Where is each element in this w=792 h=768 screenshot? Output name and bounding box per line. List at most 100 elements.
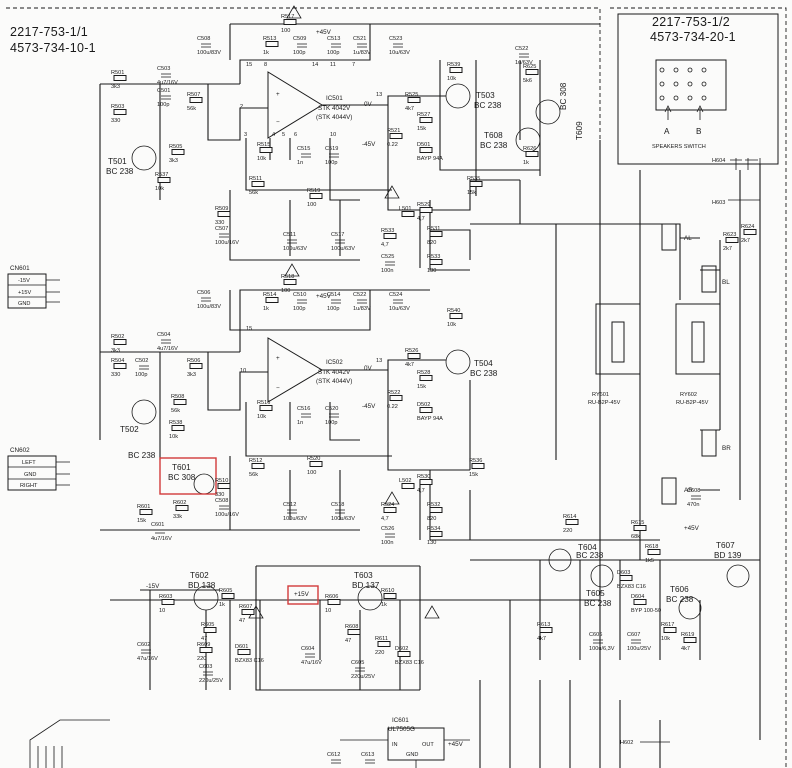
svg-text:330: 330 bbox=[111, 118, 120, 124]
svg-text:RIGHT: RIGHT bbox=[20, 483, 38, 489]
svg-text:C515: C515 bbox=[297, 146, 310, 152]
component-c613: C613 bbox=[361, 752, 375, 764]
component-l502: L502 bbox=[399, 478, 415, 489]
svg-text:220u/25V: 220u/25V bbox=[351, 674, 375, 680]
svg-text:R529: R529 bbox=[417, 202, 430, 208]
svg-text:4,7: 4,7 bbox=[417, 488, 425, 494]
svg-text:220: 220 bbox=[197, 656, 206, 662]
svg-text:UL7505G: UL7505G bbox=[388, 726, 415, 733]
output-stage-wires bbox=[439, 60, 541, 196]
svg-text:10: 10 bbox=[159, 608, 165, 614]
svg-text:C605: C605 bbox=[351, 660, 364, 666]
label-pos45-protection: +45V bbox=[684, 525, 700, 532]
svg-text:56k: 56k bbox=[249, 472, 258, 478]
svg-text:10k: 10k bbox=[447, 322, 456, 328]
svg-text:R510: R510 bbox=[215, 478, 228, 484]
svg-text:0V: 0V bbox=[364, 365, 373, 372]
svg-text:10: 10 bbox=[330, 132, 336, 138]
svg-text:C519: C519 bbox=[325, 146, 338, 152]
svg-text:R501: R501 bbox=[111, 70, 124, 76]
svg-text:C501: C501 bbox=[157, 88, 170, 94]
svg-text:100n: 100n bbox=[381, 540, 393, 546]
svg-text:4,7: 4,7 bbox=[381, 242, 389, 248]
svg-text:R505: R505 bbox=[169, 144, 182, 150]
svg-text:C502: C502 bbox=[135, 358, 148, 364]
svg-text:0.22: 0.22 bbox=[387, 404, 398, 410]
svg-text:100u/16V: 100u/16V bbox=[215, 512, 239, 518]
svg-text:R533: R533 bbox=[427, 254, 440, 260]
svg-text:R623: R623 bbox=[723, 232, 736, 238]
svg-text:820: 820 bbox=[427, 516, 436, 522]
svg-text:1k: 1k bbox=[263, 50, 269, 56]
svg-text:R508: R508 bbox=[171, 394, 184, 400]
svg-text:R521: R521 bbox=[387, 128, 400, 134]
component-r502: R502 3k3 bbox=[111, 334, 127, 354]
svg-text:T602: T602 bbox=[190, 571, 209, 580]
svg-text:BC 238: BC 238 bbox=[470, 369, 498, 378]
svg-text:BC 238: BC 238 bbox=[576, 551, 604, 560]
board-id-right: 2217-753-1/2 bbox=[652, 15, 730, 29]
svg-text:(STK 4044V): (STK 4044V) bbox=[316, 378, 352, 385]
transistor-t601: T601 BC 308 bbox=[159, 457, 217, 495]
svg-text:LEFT: LEFT bbox=[22, 460, 36, 466]
svg-text:10k: 10k bbox=[169, 434, 178, 440]
svg-text:100: 100 bbox=[307, 470, 316, 476]
svg-text:7: 7 bbox=[352, 62, 355, 68]
board-id-left: 2217-753-1/1 bbox=[10, 25, 88, 39]
svg-text:4: 4 bbox=[272, 132, 275, 138]
svg-text:R625: R625 bbox=[523, 64, 536, 70]
svg-text:CN602: CN602 bbox=[10, 447, 30, 454]
svg-text:R615: R615 bbox=[631, 520, 644, 526]
svg-text:C508: C508 bbox=[215, 498, 228, 504]
svg-text:BC 238: BC 238 bbox=[474, 101, 502, 110]
speaker-terminals: AL BL BR AR bbox=[661, 223, 731, 505]
ic502: + − IC502 STK 4042V (STK 4044V) 0V -45V bbox=[267, 337, 376, 410]
svg-text:IC502: IC502 bbox=[326, 359, 343, 366]
svg-text:100u/83V: 100u/83V bbox=[197, 50, 221, 56]
svg-text:R502: R502 bbox=[111, 334, 124, 340]
component-r505: R505 3k3 bbox=[169, 144, 185, 164]
mid-input-wiring bbox=[100, 289, 370, 460]
ic502-output-wire bbox=[322, 359, 471, 471]
svg-text:BD 138: BD 138 bbox=[188, 581, 216, 590]
svg-text:C522: C522 bbox=[353, 292, 366, 298]
svg-text:220: 220 bbox=[375, 650, 384, 656]
svg-text:56k: 56k bbox=[171, 408, 180, 414]
svg-text:C510: C510 bbox=[293, 292, 306, 298]
component-c605: C605 220u/25V bbox=[351, 660, 375, 680]
label-pos15: +15V bbox=[294, 591, 310, 598]
svg-text:C607: C607 bbox=[627, 632, 640, 638]
svg-text:C608: C608 bbox=[687, 488, 700, 494]
svg-text:4u7/16V: 4u7/16V bbox=[157, 346, 178, 352]
svg-text:R617: R617 bbox=[661, 622, 674, 628]
svg-text:R515: R515 bbox=[257, 142, 270, 148]
svg-text:R534: R534 bbox=[427, 526, 440, 532]
svg-text:C504: C504 bbox=[157, 332, 170, 338]
svg-text:C602: C602 bbox=[137, 642, 150, 648]
svg-text:T603: T603 bbox=[354, 571, 373, 580]
svg-text:CN601: CN601 bbox=[10, 265, 30, 272]
svg-text:R528: R528 bbox=[417, 370, 430, 376]
svg-text:C512: C512 bbox=[283, 502, 296, 508]
svg-text:RU-B2P-45V: RU-B2P-45V bbox=[588, 400, 621, 406]
svg-text:3k3: 3k3 bbox=[111, 348, 120, 354]
svg-text:3k3: 3k3 bbox=[169, 158, 178, 164]
